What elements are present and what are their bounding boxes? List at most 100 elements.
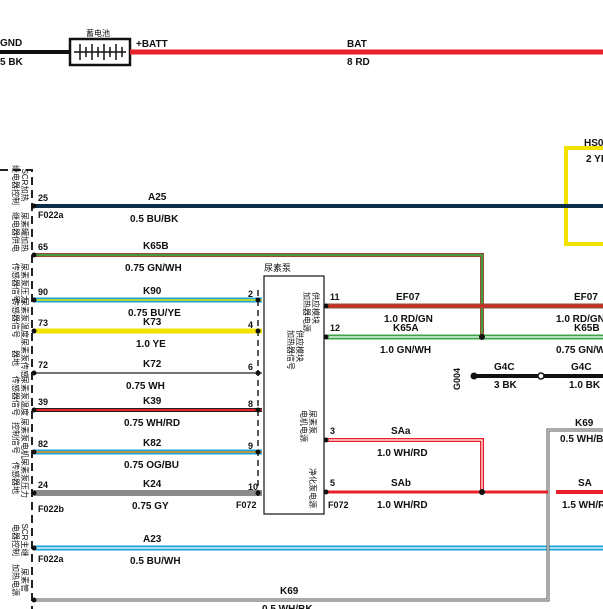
- ecu-pin-k73: 73: [38, 318, 48, 328]
- pump-pin-k82: 9: [248, 441, 253, 451]
- ground-point-label: G004: [452, 368, 462, 390]
- ecu-function-label: 继电器供电: [11, 212, 21, 252]
- pump-connector-right: F072: [328, 500, 349, 510]
- connector-f022b: F022b: [38, 504, 65, 514]
- ecu-pin-a25: 25: [38, 193, 48, 203]
- ecu-function-label: 尿素泵温度: [20, 376, 30, 416]
- wire-spec-k82: 0.75 OG/BU: [124, 460, 179, 471]
- hs0-label: HS0: [584, 138, 603, 149]
- wire-spec-a23: 0.5 BU/WH: [130, 556, 181, 567]
- pump-internal-label: 供应模块: [311, 292, 321, 324]
- right-wire-name-ef07: EF07: [396, 292, 420, 303]
- right-wire-spec-saa: 1.0 WH/RD: [377, 448, 428, 459]
- wire-spec-a25: 0.5 BU/BK: [130, 214, 179, 225]
- ecu-function-label: 尿素泵压力: [20, 458, 30, 498]
- ecu-pin-k72: 72: [38, 360, 48, 370]
- right-wire-name-saa: SAa: [391, 426, 411, 437]
- far-wire-spec-sab: 1.5 WH/R: [562, 500, 603, 511]
- wire-spec-k73: 1.0 YE: [136, 339, 166, 350]
- wire-name-k39: K39: [143, 396, 162, 407]
- ecu-pin-dot: [31, 297, 37, 303]
- wire-name-k82: K82: [143, 438, 162, 449]
- pump-box: 尿素泵 F072 F072 供应模块加热器电源供应模块加热器信号尿素泵电机电源净…: [236, 262, 349, 515]
- ground-wire2-name: G4C: [571, 362, 592, 373]
- bat-wire-name: BAT: [347, 39, 367, 50]
- wire-k65b: [34, 254, 483, 337]
- junction-k65: [479, 334, 485, 340]
- ecu-pin-dot: [31, 449, 37, 455]
- right-wire-spec-ef07: 1.0 RD/GN: [384, 314, 433, 325]
- hs0-spec: 2 YE: [586, 154, 603, 165]
- ecu-function-label: 电器控制: [11, 524, 21, 556]
- pump-right-dot: [323, 303, 329, 309]
- ecu-function-label: 继电器控制: [11, 165, 21, 205]
- ecu-pin-dot: [31, 370, 37, 376]
- pump-pin-k73: 4: [248, 320, 253, 330]
- pump-pin-k39: 8: [248, 399, 253, 409]
- ecu-pin-dot: [31, 490, 37, 496]
- wire-spec-k90: 0.75 BU/YE: [128, 308, 181, 319]
- pump-wires: [34, 204, 603, 602]
- pump-pin-dot: [255, 328, 261, 334]
- k69-right-spec: 0.5 WH/B: [560, 434, 603, 445]
- ecu-function-label: 传感器信号: [11, 263, 21, 303]
- pump-title: 尿素泵: [264, 262, 291, 273]
- pump-right-dot: [323, 334, 329, 340]
- ground-junction: [537, 372, 545, 380]
- ecu-box: F022a F022b F022a SCR加热继电器控制尿素罐加热继电器供电尿素…: [0, 165, 65, 609]
- pump-right-pin-saa: 3: [330, 426, 335, 436]
- wire-name-k72: K72: [143, 359, 162, 370]
- ecu-function-label: 传感器地: [11, 462, 21, 494]
- wire-spec-k24: 0.75 GY: [132, 501, 169, 512]
- ecu-pin-k39: 39: [38, 397, 48, 407]
- pump-rect: [263, 275, 325, 515]
- wire-name-a23: A23: [143, 534, 162, 545]
- pump-internal-label: 加热器电源: [302, 292, 312, 332]
- wire-saa: [326, 439, 483, 492]
- batt-label: +BATT: [136, 39, 168, 50]
- ground-point: [470, 372, 478, 380]
- ecu-function-label: 控制信号: [11, 422, 21, 454]
- right-wire-spec-k65a: 1.0 GN/WH: [380, 345, 431, 356]
- pump-pin-k72: 6: [248, 362, 253, 372]
- ecu-function-label: 尿素罐加热: [20, 212, 30, 252]
- pump-right-pin-sab: 5: [330, 478, 335, 488]
- far-wire-name-ef07: EF07: [574, 292, 598, 303]
- wire-name-k65b: K65B: [143, 241, 169, 252]
- wire-name-k24: K24: [143, 479, 162, 490]
- right-wire-spec-sab: 1.0 WH/RD: [377, 500, 428, 511]
- ecu-function-label: 尿素泵电机: [20, 418, 30, 458]
- ecu-function-label: 尿素泵压力: [20, 263, 30, 303]
- gnd-spec: 5 BK: [0, 57, 24, 68]
- pump-internal-label: 加热器信号: [286, 330, 296, 370]
- far-wire-spec-ef07: 1.0 RD/GN: [556, 314, 603, 325]
- pump-internal-label: 尿素泵: [308, 410, 318, 434]
- battery-icon: [74, 44, 126, 60]
- battery-section: GND 5 BK 蓄电池 +BATT BAT 8 RD: [0, 28, 603, 68]
- ecu-function-label: 尿素泵温度: [20, 298, 30, 338]
- ecu-pin-k65b: 65: [38, 242, 48, 252]
- bat-wire-spec: 8 RD: [347, 57, 370, 68]
- pump-pin-dot: [255, 297, 261, 303]
- ecu-function-label: 传感器信号: [11, 298, 21, 338]
- ground-wire-spec: 3 BK: [494, 380, 518, 391]
- wire-spec-k69: 0.5 WH/BK: [262, 604, 313, 609]
- wire-spec-k65b: 0.75 GN/WH: [125, 263, 182, 274]
- k69-right-name: K69: [575, 418, 594, 429]
- wire-name-k69: K69: [280, 586, 299, 597]
- pump-pin-dot: [255, 370, 261, 376]
- ecu-function-label: SCR主继: [20, 524, 30, 557]
- ground-wire-name: G4C: [494, 362, 515, 373]
- far-wire-name-k65a: K65B: [574, 323, 600, 334]
- connector-f022a-bottom: F022a: [38, 554, 65, 564]
- ecu-function-labels: SCR加热继电器控制尿素罐加热继电器供电尿素泵压力传感器信号尿素泵温度传感器信号…: [11, 165, 30, 596]
- hs0-section: HS0 2 YE: [564, 138, 603, 246]
- wire-spec-k72: 0.75 WH: [126, 381, 165, 392]
- pump-right-pin-k65a: 12: [330, 323, 340, 333]
- ecu-pin-dot: [31, 407, 37, 413]
- ecu-function-label: SCR加热: [20, 169, 30, 202]
- right-wire-name-sab: SAb: [391, 478, 411, 489]
- wire-name-k90: K90: [143, 286, 162, 297]
